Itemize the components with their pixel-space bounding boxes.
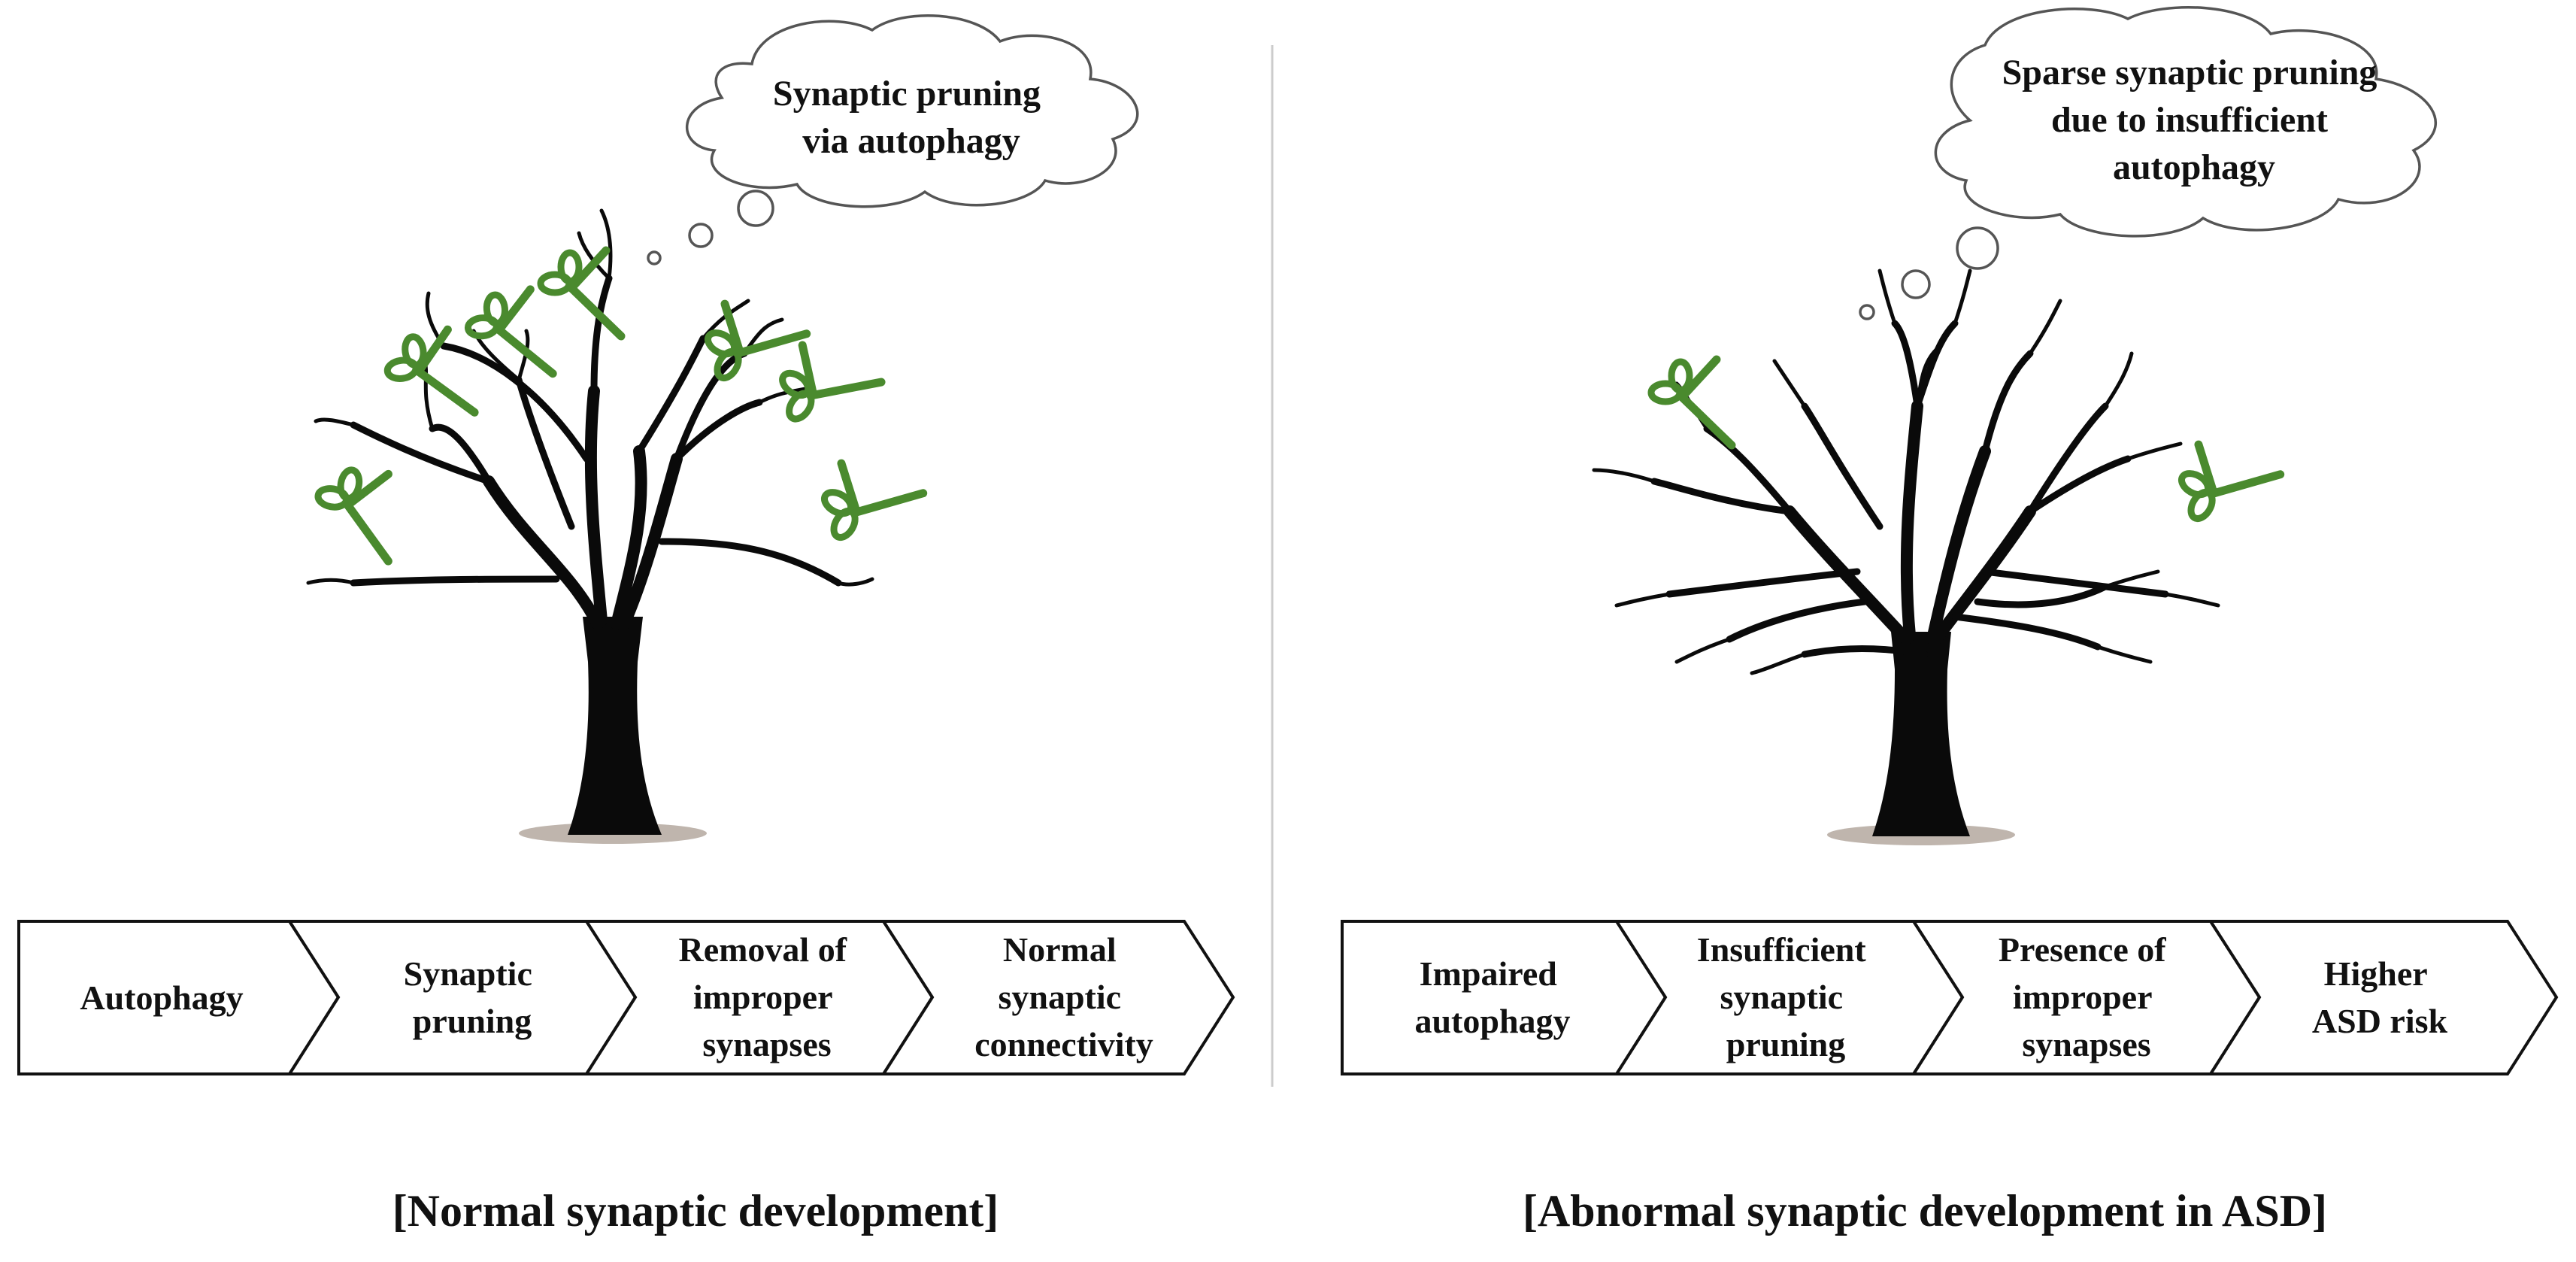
cloud-line: Sparse synaptic pruning	[2002, 53, 2377, 93]
step-labels-normal: Autophagy Synaptic pruning Removal of im…	[80, 930, 1153, 1063]
step-asd-4	[2208, 920, 2559, 1075]
step-label: Normal synaptic connectivity	[974, 930, 1153, 1063]
tree-branch	[350, 275, 842, 587]
scissors-icon	[309, 463, 403, 561]
thought-bubble-medium	[688, 223, 714, 248]
panel-asd: Sparse synaptic pruning due to insuffici…	[1341, 5, 2559, 1236]
cloud-line: due to insufficient	[2051, 100, 2328, 140]
thought-cloud-asd	[1859, 5, 2438, 320]
caption-asd: [Abnormal synaptic development in ASD]	[1523, 1186, 2327, 1236]
step-labels-asd: Impaired autophagy Insufficient synaptic…	[1414, 930, 2447, 1063]
tree-branch	[483, 385, 683, 630]
tree-branch	[1650, 320, 2169, 658]
tree-trunk	[568, 617, 662, 835]
thought-cloud-normal	[647, 14, 1139, 265]
cloud-text-asd: Sparse synaptic pruning due to insuffici…	[2002, 53, 2387, 187]
caption-normal: [Normal synaptic development]	[392, 1186, 999, 1236]
scissors-icon	[1651, 359, 1732, 445]
step-label: Synaptic pruning	[404, 954, 541, 1040]
thought-bubble-medium	[1901, 269, 1931, 299]
thought-bubble-small	[647, 250, 662, 265]
process-chain-asd	[1341, 920, 2559, 1075]
step-label: Insufficient synaptic pruning	[1697, 930, 1874, 1063]
thought-bubble-large	[1956, 226, 1999, 270]
thought-bubble-large	[737, 190, 774, 227]
cloud-line: autophagy	[2113, 147, 2275, 187]
scissors-icon	[2165, 432, 2280, 545]
cloud-line: Synaptic pruning	[773, 74, 1041, 114]
tree-asd	[1592, 268, 2220, 845]
panel-normal: Synaptic pruning via autophagy Autophagy…	[17, 14, 1235, 1236]
step-label: Presence of improper synapses	[1999, 930, 2174, 1063]
scissors-icon	[808, 450, 923, 563]
scissors-icon	[465, 288, 553, 381]
step-label: Higher ASD risk	[2312, 954, 2448, 1040]
step-label: Removal of improper synapses	[678, 930, 855, 1063]
step-normal-4	[880, 920, 1235, 1075]
scissors-icon	[765, 333, 881, 448]
step-normal-2	[286, 920, 638, 1075]
process-chain-normal	[17, 920, 1235, 1075]
step-label: Autophagy	[80, 978, 243, 1017]
cloud-text-normal: Synaptic pruning via autophagy	[773, 74, 1050, 161]
step-asd-1	[1341, 920, 1668, 1075]
thought-bubble-small	[1859, 304, 1875, 320]
step-label: Impaired autophagy	[1414, 954, 1570, 1040]
cloud-line: via autophagy	[802, 121, 1020, 161]
tree-trunk	[1872, 632, 1970, 836]
